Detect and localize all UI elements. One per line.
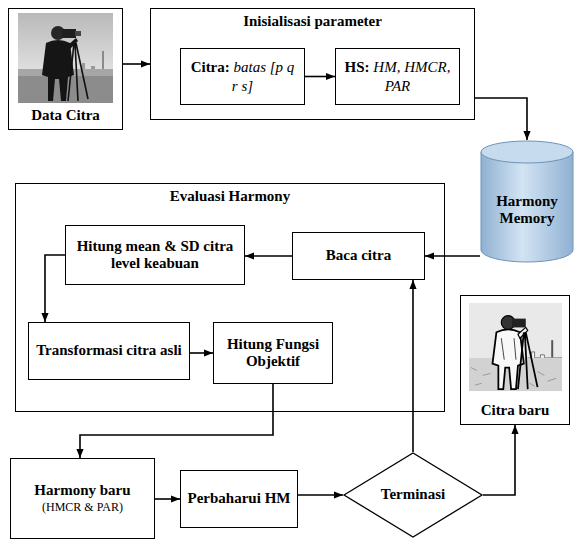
- group-heading: Inisialisasi parameter: [151, 9, 474, 30]
- node-label: Harmony baru: [34, 482, 130, 499]
- flow-arrow: [475, 98, 527, 140]
- process-box: Citra:batas [p q r s]: [180, 48, 305, 105]
- process-box: Baca citra: [292, 232, 425, 280]
- group-panel: Inisialisasi parameterCitra:batas [p q r…: [150, 8, 475, 120]
- node-label: Harmony Memory: [480, 193, 574, 228]
- diamond-shape: [344, 453, 482, 537]
- node-label: Transformasi citra asli: [36, 342, 182, 359]
- process-box: Hitung Fungsi Objektif: [213, 322, 333, 384]
- node-label: Hitung mean & SD citra level keabuan: [72, 238, 238, 273]
- result-image: [469, 301, 562, 393]
- node-label: (HMCR & PAR): [42, 501, 123, 515]
- node-label: HM, HMCR, PAR: [373, 59, 450, 93]
- flow-arrow: [298, 494, 343, 496]
- decision-diamond: Terminasi: [343, 452, 483, 538]
- process-box: Harmony baru (HMCR & PAR): [10, 458, 155, 539]
- group-panel: Evaluasi HarmonyBaca citra Hitung mean & …: [15, 183, 445, 412]
- storage-cylinder: Harmony Memory: [480, 140, 574, 262]
- flow-arrow: [45, 255, 65, 322]
- node-label: Citra baru: [481, 402, 550, 419]
- result-tripod: [518, 332, 538, 389]
- process-box: Transformasi citra asli: [28, 322, 190, 380]
- photo-tripod: [68, 43, 88, 101]
- result-camera: [512, 319, 526, 328]
- node-label: batas [p q r s]: [232, 59, 295, 93]
- node-label: Citra:: [191, 59, 230, 75]
- cylinder-top: [481, 141, 573, 163]
- image-box: Citra baru: [460, 295, 570, 425]
- node-label: Data Citra: [31, 107, 100, 124]
- text-line: HS:HM, HMCR, PAR: [342, 58, 453, 95]
- node-label: Terminasi: [381, 486, 445, 503]
- result-folds: [501, 338, 516, 360]
- flow-arrow: [412, 280, 414, 452]
- process-box: HS:HM, HMCR, PAR: [335, 48, 460, 105]
- flow-arrow: [245, 255, 292, 257]
- flow-arrow: [80, 384, 273, 458]
- result-tower: [551, 340, 553, 358]
- photo-lens: [75, 31, 81, 36]
- node-label: Perbaharui HM: [188, 490, 291, 507]
- photo-tower: [102, 51, 104, 69]
- group-heading: Evaluasi Harmony: [16, 184, 444, 205]
- flow-arrow: [155, 498, 180, 500]
- node-label: HS:: [345, 59, 370, 75]
- flow-arrow: [190, 352, 213, 354]
- image-box: Data Citra: [8, 8, 123, 130]
- process-box: Perbaharui HM: [180, 470, 298, 528]
- flow-arrow: [483, 425, 515, 495]
- flow-arrow: [425, 255, 480, 257]
- photo-camera: [62, 29, 76, 38]
- flow-arrow: [123, 63, 150, 65]
- process-box: Hitung mean & SD citra level keabuan: [65, 225, 245, 285]
- text-line: Citra:batas [p q r s]: [187, 58, 298, 95]
- flow-arrow: [305, 76, 335, 78]
- node-label: Baca citra: [326, 247, 391, 264]
- node-label: Hitung Fungsi Objektif: [220, 336, 326, 371]
- cylinder-body: [481, 152, 573, 262]
- source-photo: [18, 13, 113, 103]
